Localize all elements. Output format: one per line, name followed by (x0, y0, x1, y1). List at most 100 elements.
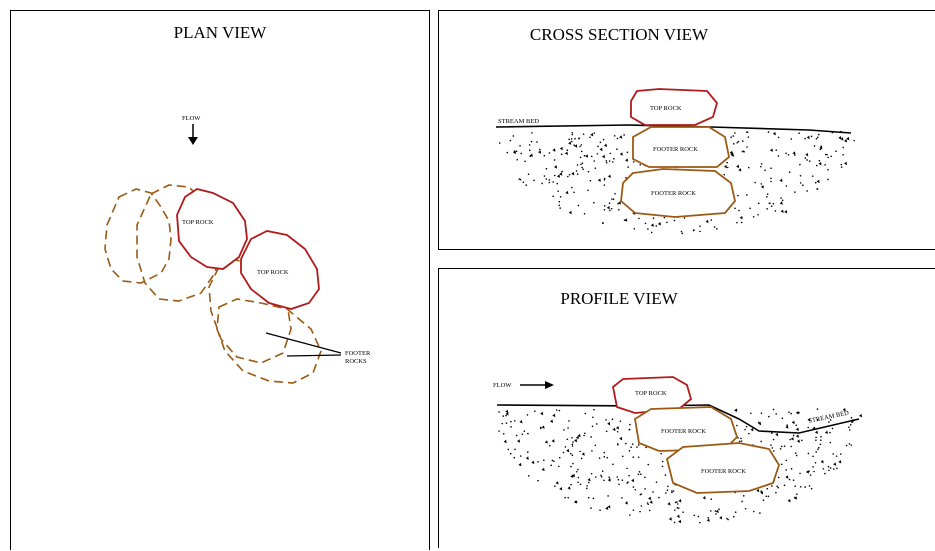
gravel-speck (633, 228, 636, 230)
gravel-speck (760, 412, 763, 415)
gravel-speck (537, 461, 539, 463)
gravel-speck (775, 432, 779, 437)
gravel-speck (608, 202, 611, 205)
gravel-speck (657, 222, 661, 226)
gravel-speck (678, 498, 682, 503)
gravel-speck (819, 148, 822, 151)
gravel-speck (600, 474, 602, 477)
gravel-speck (734, 207, 736, 210)
gravel-speck (548, 444, 551, 447)
gravel-speck (548, 179, 551, 181)
gravel-speck (522, 181, 525, 183)
gravel-speck (757, 421, 760, 424)
gravel-speck (640, 505, 643, 507)
gravel-speck (791, 420, 795, 425)
gravel-speck (842, 407, 846, 412)
gravel-speck (760, 163, 763, 165)
gravel-speck (556, 182, 559, 185)
gravel-speck (603, 177, 606, 180)
cross-stream-bed-label: STREAM BED (498, 118, 539, 125)
gravel-speck (587, 170, 590, 173)
gravel-speck (513, 420, 516, 422)
gravel-speck (650, 223, 654, 227)
plan-top-rock-2 (240, 230, 320, 310)
plan-leader-line-1 (265, 332, 342, 354)
gravel-speck (817, 446, 820, 449)
gravel-speck (807, 452, 810, 455)
gravel-speck (618, 483, 620, 486)
gravel-speck (628, 449, 631, 452)
gravel-speck (498, 430, 500, 432)
gravel-speck (625, 442, 627, 445)
gravel-speck (615, 425, 619, 430)
gravel-speck (575, 170, 578, 172)
gravel-speck (629, 423, 631, 426)
gravel-speck (676, 514, 680, 518)
gravel-speck (527, 475, 530, 477)
gravel-speck (571, 133, 574, 136)
gravel-speck (623, 134, 625, 136)
plan-top-rock-1 (176, 188, 248, 270)
gravel-speck (518, 178, 521, 180)
gravel-speck (577, 433, 581, 438)
plan-top-rock-1-label: TOP ROCK (182, 219, 214, 226)
gravel-speck (584, 432, 586, 435)
gravel-speck (738, 209, 740, 212)
gravel-speck (806, 190, 808, 192)
gravel-speck (774, 210, 777, 212)
gravel-speck (502, 415, 505, 417)
gravel-speck (818, 161, 822, 166)
gravel-speck (655, 481, 658, 483)
gravel-speck (805, 470, 809, 474)
gravel-speck (736, 141, 739, 144)
gravel-speck (632, 161, 635, 163)
gravel-speck (593, 408, 595, 411)
gravel-speck (710, 510, 712, 512)
gravel-speck (553, 174, 556, 177)
gravel-speck (784, 209, 788, 214)
gravel-speck (526, 414, 529, 416)
gravel-speck (611, 198, 613, 200)
profile-flow-arrow-head (545, 381, 554, 389)
gravel-speck (827, 156, 830, 159)
gravel-speck (498, 411, 500, 413)
gravel-speck (735, 408, 738, 411)
gravel-speck (548, 152, 551, 154)
gravel-speck (579, 483, 582, 486)
gravel-speck (672, 490, 675, 492)
gravel-speck (772, 450, 775, 452)
gravel-speck (602, 154, 606, 159)
gravel-speck (683, 217, 686, 219)
gravel-speck (576, 173, 579, 175)
gravel-speck (820, 439, 822, 441)
gravel-speck (799, 163, 801, 166)
profile-footer-rock-1-label: FOOTER ROCK (661, 428, 706, 435)
gravel-speck (771, 447, 774, 449)
gravel-speck (505, 414, 507, 417)
gravel-speck (710, 219, 713, 221)
gravel-speck (790, 468, 793, 470)
gravel-speck (658, 496, 660, 499)
gravel-speck (790, 436, 794, 441)
gravel-speck (824, 472, 826, 475)
gravel-speck (792, 434, 795, 437)
gravel-speck (542, 459, 545, 462)
gravel-speck (830, 155, 832, 158)
gravel-speck (817, 133, 820, 136)
gravel-speck (785, 185, 788, 187)
gravel-speck (629, 514, 631, 516)
gravel-speck (785, 469, 788, 471)
gravel-speck (596, 423, 598, 425)
gravel-speck (530, 140, 533, 143)
gravel-speck (749, 207, 751, 210)
gravel-speck (611, 418, 614, 420)
gravel-speck (770, 432, 773, 435)
gravel-speck (713, 226, 716, 228)
gravel-speck (826, 153, 828, 156)
gravel-speck (519, 455, 522, 457)
gravel-speck (795, 424, 797, 427)
gravel-speck (816, 188, 819, 190)
gravel-speck (715, 509, 719, 514)
gravel-speck (619, 420, 622, 423)
gravel-speck (820, 145, 822, 148)
